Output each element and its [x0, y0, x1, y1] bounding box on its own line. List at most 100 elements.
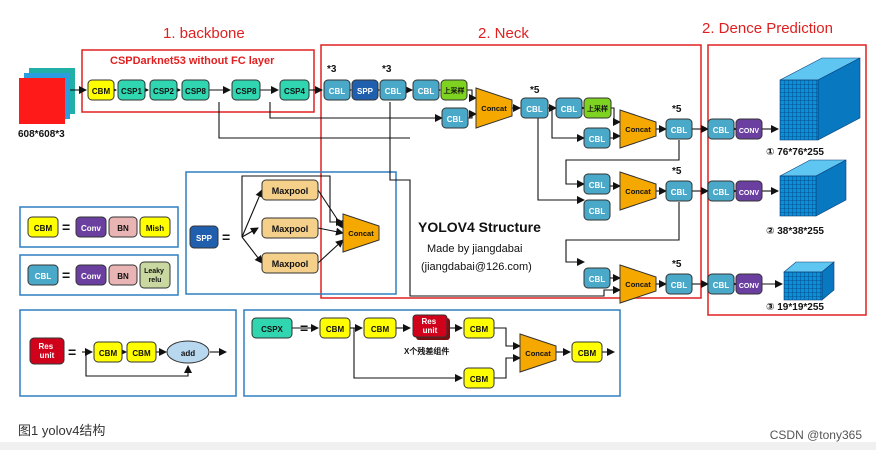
cbl-block-neck-skip-2: CBL: [583, 127, 611, 149]
conv-block-pred-2: CONV: [735, 180, 763, 202]
csp2-block: CSP2: [149, 79, 178, 101]
svg-text:add: add: [181, 349, 195, 358]
maxpool-block-3: Maxpool: [261, 252, 319, 274]
cbl-block-neck-1: CBL: [323, 79, 351, 101]
add-block: add: [166, 340, 210, 364]
multiplier-x5-3: *5: [672, 166, 682, 177]
maxpool-block-1: Maxpool: [261, 179, 319, 201]
output-label-76: ① 76*76*255: [766, 147, 824, 158]
svg-text:CBL: CBL: [329, 87, 346, 96]
concat-block-spp: Concat: [342, 213, 380, 253]
svg-text:Concat: Concat: [481, 104, 507, 113]
cbl-legend-block: CBL: [27, 264, 59, 286]
cbl-block-neck-7: CBL: [583, 173, 611, 195]
svg-text:Leaky relu: Leaky relu: [144, 268, 166, 284]
cbl-legend-frame: [19, 254, 179, 296]
output-cube-76-icon: [779, 57, 861, 141]
svg-text:CONV: CONV: [739, 190, 760, 197]
bn-legend-block-1: BN: [108, 216, 138, 238]
svg-text:Concat: Concat: [625, 280, 651, 289]
cbm-cspx-block-1: CBM: [319, 317, 351, 339]
res-unit-cspx-line-2: unit: [423, 326, 438, 335]
svg-text:CBL: CBL: [589, 135, 606, 144]
concat-block-neck-1: Concat: [475, 87, 513, 129]
svg-text:CBL: CBL: [713, 126, 730, 135]
cbm-res-block-2: CBM: [126, 341, 157, 363]
concat-block-neck-2: Concat: [619, 109, 657, 149]
svg-text:CBL: CBL: [526, 105, 543, 114]
svg-text:Concat: Concat: [525, 349, 551, 358]
multiplier-x3-2: *3: [382, 64, 392, 75]
svg-text:CBM: CBM: [470, 375, 489, 384]
input-image-icon: [19, 68, 75, 124]
input-size-label: 608*608*3: [18, 129, 65, 140]
upsample-block-2: 上采样: [583, 97, 612, 119]
spp-block-neck: SPP: [351, 79, 379, 101]
svg-text:CBL: CBL: [447, 115, 464, 124]
output-cube-38-icon: [779, 159, 847, 217]
svg-text:CBL: CBL: [671, 126, 688, 135]
svg-text:CSP1: CSP1: [121, 87, 142, 96]
svg-text:CBL: CBL: [385, 87, 402, 96]
res-legend-frame: [19, 309, 237, 397]
svg-text:Concat: Concat: [348, 229, 374, 238]
spp-equals: =: [222, 229, 230, 245]
svg-text:CBM: CBM: [132, 349, 151, 358]
spp-legend-frame: [185, 171, 397, 295]
svg-text:CONV: CONV: [739, 283, 760, 290]
csp1-block: CSP1: [117, 79, 146, 101]
cbl-block-neck-11: CBL: [665, 273, 693, 295]
csp8-block-2: CSP8: [231, 79, 261, 101]
svg-text:Concat: Concat: [625, 187, 651, 196]
svg-text:Conv: Conv: [81, 224, 102, 233]
svg-text:CBL: CBL: [589, 181, 606, 190]
svg-text:CBL: CBL: [589, 275, 606, 284]
mish-legend-block: Mish: [139, 216, 171, 238]
cbl-block-neck-2: CBL: [379, 79, 407, 101]
prediction-frame: [707, 44, 867, 316]
res-count-note: X个残差组件: [404, 346, 449, 356]
res-unit-line-1: Res: [39, 342, 54, 351]
svg-text:CSP8: CSP8: [185, 87, 206, 96]
svg-text:CBL: CBL: [713, 281, 730, 290]
cbm-legend-block: CBM: [27, 216, 59, 238]
cbm-cspx-block-5: CBM: [571, 341, 603, 363]
cbl-block-neck-5: CBL: [555, 97, 583, 119]
structure-title: YOLOV4 Structure: [418, 219, 541, 235]
leaky-relu-line-2: relu: [149, 277, 162, 284]
cbm-res-block-1: CBM: [93, 341, 123, 363]
svg-text:上采样: 上采样: [444, 86, 465, 95]
cbl-block-pred-1: CBL: [707, 118, 735, 140]
cbl-block-pred-2: CBL: [707, 180, 735, 202]
svg-text:CBL: CBL: [418, 87, 435, 96]
svg-text:BN: BN: [117, 224, 129, 233]
csp4-block: CSP4: [279, 79, 310, 101]
cbl-block-neck-3: CBL: [412, 79, 440, 101]
backbone-frame: [81, 49, 315, 113]
neck-title: 2. Neck: [478, 25, 529, 42]
cbl-block-neck-10: CBL: [583, 267, 611, 289]
multiplier-x5-2: *5: [672, 104, 682, 115]
svg-text:Concat: Concat: [625, 125, 651, 134]
svg-text:CBM: CBM: [371, 325, 390, 334]
cbl-equals: =: [62, 267, 70, 283]
leaky-relu-legend-block: Leaky relu: [139, 261, 171, 289]
conv-block-pred-3: CONV: [735, 273, 763, 295]
svg-text:CSP4: CSP4: [284, 87, 305, 96]
maxpool-block-2: Maxpool: [261, 217, 319, 239]
res-unit-cspx-line-1: Res: [422, 317, 437, 326]
svg-text:Res unit: Res unit: [39, 342, 56, 360]
concat-block-cspx: Concat: [519, 333, 557, 373]
concat-block-neck-4: Concat: [619, 264, 657, 304]
cbm-block: CBM: [87, 79, 115, 101]
svg-text:CBL: CBL: [561, 105, 578, 114]
svg-text:CSPX: CSPX: [261, 325, 283, 334]
res-unit-legend-block: Res unit: [29, 337, 65, 365]
svg-text:Maxpool: Maxpool: [272, 186, 309, 196]
svg-text:SPP: SPP: [357, 87, 374, 96]
leaky-relu-line-1: Leaky: [144, 268, 164, 275]
svg-text:Mish: Mish: [146, 224, 164, 233]
bn-legend-block-2: BN: [108, 264, 138, 286]
svg-text:SPP: SPP: [196, 234, 213, 243]
credit-watermark: CSDN @tony365: [769, 428, 862, 442]
